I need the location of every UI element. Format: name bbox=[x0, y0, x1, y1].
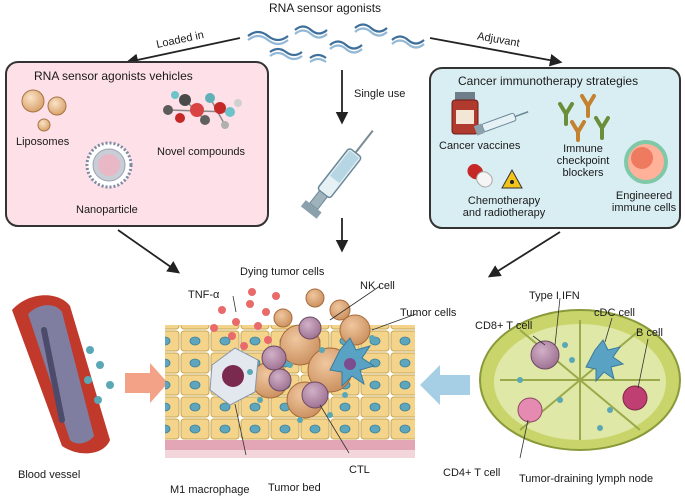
rna-strands-icon bbox=[247, 23, 425, 63]
dying-tumor-cells-label: Dying tumor cells bbox=[240, 266, 325, 278]
blood-to-tumor-arrow bbox=[125, 363, 168, 403]
vehicles-title: RNA sensor agonists vehicles bbox=[34, 69, 193, 83]
single-use-label: Single use bbox=[354, 88, 406, 100]
antibodies-icon bbox=[558, 94, 610, 142]
tumor-bed-label: Tumor bed bbox=[268, 482, 321, 494]
tumor-cells-label: Tumor cells bbox=[400, 307, 457, 319]
radiation-icon bbox=[501, 168, 523, 189]
dendritic-cell-icon bbox=[329, 337, 376, 388]
ctl-label: CTL bbox=[349, 464, 370, 476]
lymph-node-label: Tumor-draining lymph node bbox=[519, 473, 654, 485]
engineered-cells-label: Engineered immune cells bbox=[611, 190, 677, 214]
ifn-particles bbox=[247, 335, 375, 423]
blood-vessel-icon bbox=[12, 295, 114, 454]
cd4-label: CD4+ T cell bbox=[443, 467, 501, 479]
m1-macrophage-icon bbox=[209, 347, 259, 406]
checkpoint-blockers-label: Immune checkpoint blockers bbox=[556, 143, 610, 179]
engineered-cell-icon bbox=[624, 140, 668, 184]
nk-cell-label: NK cell bbox=[360, 280, 395, 292]
molecule-icon bbox=[163, 91, 242, 129]
tnf-label: TNF-α bbox=[188, 289, 220, 301]
m1-macrophage-label: M1 macrophage bbox=[170, 484, 250, 496]
tnf-particles bbox=[210, 288, 280, 350]
lymph-to-tumor-arrow bbox=[420, 365, 470, 405]
leader-lines bbox=[232, 285, 649, 459]
cd8-label: CD8+ T cell bbox=[475, 320, 533, 332]
novel-compounds-label: Novel compounds bbox=[157, 146, 246, 158]
blood-vessel-label: Blood vessel bbox=[18, 469, 81, 481]
lymph-node-icon bbox=[479, 309, 681, 451]
b-cell-label: B cell bbox=[636, 327, 663, 339]
nanoparticle-icon bbox=[85, 141, 133, 189]
cancer-vaccines-label: Cancer vaccines bbox=[439, 140, 521, 152]
liposomes-label: Liposomes bbox=[16, 136, 70, 148]
diagram-title: RNA sensor agonists bbox=[269, 1, 382, 15]
vaccine-icon bbox=[451, 92, 529, 136]
strategies-title: Cancer immunotherapy strategies bbox=[458, 74, 639, 88]
syringe-icon bbox=[300, 129, 374, 219]
immune-cells bbox=[261, 316, 329, 409]
strategies-box bbox=[429, 67, 681, 229]
chemo-radio-label: Chemotherapy and radiotherapy bbox=[462, 195, 546, 219]
flow-arrows bbox=[117, 37, 563, 278]
vehicles-box bbox=[5, 61, 269, 227]
nanoparticle-label: Nanoparticle bbox=[76, 204, 138, 216]
liposomes-icon bbox=[21, 89, 67, 132]
type-i-ifn-label: Type I IFN bbox=[529, 290, 580, 302]
capsule-icon bbox=[467, 163, 493, 188]
cdc-cell-label: cDC cell bbox=[594, 307, 635, 319]
